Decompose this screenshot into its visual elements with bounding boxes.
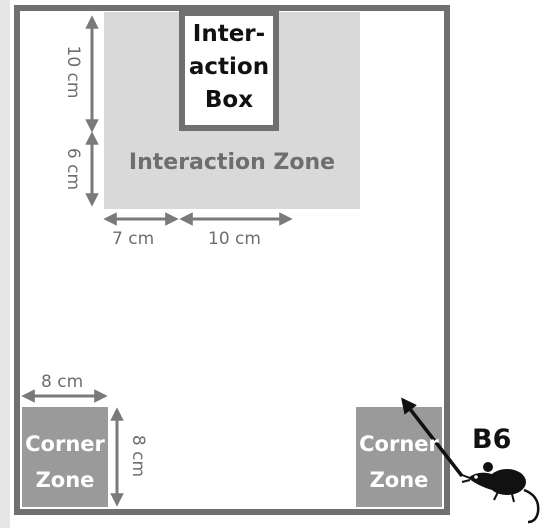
arena-border bbox=[14, 5, 450, 515]
interaction-zone-label: Interaction Zone bbox=[128, 150, 336, 175]
corner-height-label: 8 cm bbox=[128, 434, 148, 478]
mouse-icon bbox=[461, 462, 540, 524]
interaction-box bbox=[179, 10, 279, 131]
corner-zone-right bbox=[356, 407, 442, 507]
interaction-box-label: Inter- action Box bbox=[184, 18, 274, 117]
box-height-label: 10 cm bbox=[63, 45, 83, 99]
interaction-box-line2: action bbox=[188, 54, 270, 80]
background-strip bbox=[0, 0, 10, 528]
movement-arrow bbox=[401, 397, 464, 478]
corner-zone-right-label: Corner Zone bbox=[356, 426, 442, 498]
zone-depth-label: 6 cm bbox=[63, 147, 83, 191]
interaction-box-line1: Inter- bbox=[192, 21, 266, 47]
interaction-box-line3: Box bbox=[204, 87, 254, 113]
corner-zone-left-label: Corner Zone bbox=[22, 426, 108, 498]
corner-zone-left-line1: Corner bbox=[25, 432, 105, 456]
mouse-strain-label: B6 bbox=[472, 424, 512, 455]
zone-side-label: 7 cm bbox=[112, 229, 155, 249]
corner-zone-right-line2: Zone bbox=[369, 468, 429, 492]
corner-zone-left-line2: Zone bbox=[35, 468, 95, 492]
corner-width-label: 8 cm bbox=[41, 372, 84, 392]
corner-zone-right-line1: Corner bbox=[359, 432, 439, 456]
box-width-label: 10 cm bbox=[208, 229, 261, 249]
corner-zone-left bbox=[22, 407, 108, 507]
